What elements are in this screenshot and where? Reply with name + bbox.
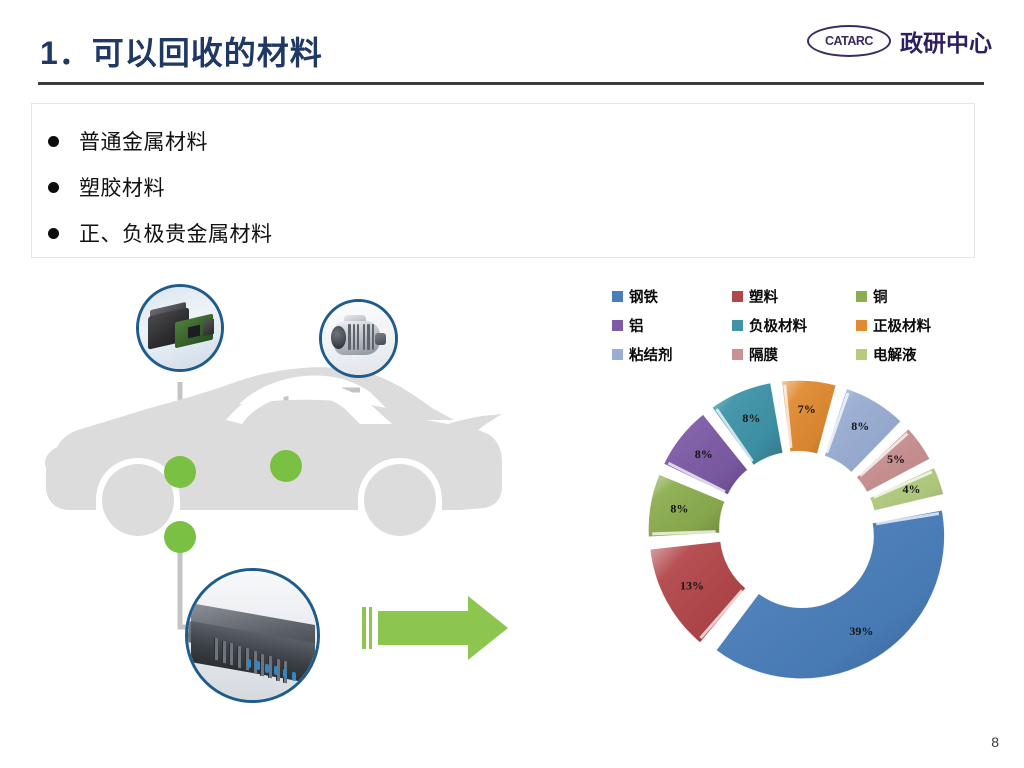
pie-slice[interactable] (780, 379, 837, 455)
legend-label: 正极材料 (873, 319, 931, 335)
slice-value-label: 8% (670, 502, 688, 516)
legend-swatch-icon (612, 320, 623, 331)
legend-label: 电解液 (873, 348, 917, 364)
slice-value-label: 8% (742, 411, 760, 425)
ecu-module-photo (139, 287, 221, 369)
page-number: 8 (991, 734, 999, 750)
alternator-photo (322, 302, 395, 375)
legend-item-5[interactable]: 正极材料 (856, 315, 986, 336)
legend-label: 隔膜 (749, 348, 778, 364)
legend-item-4[interactable]: 负极材料 (732, 315, 856, 336)
legend-label: 塑料 (749, 290, 778, 306)
legend-item-8[interactable]: 电解液 (856, 344, 986, 365)
slice-value-label: 5% (887, 452, 905, 466)
legend-label: 钢铁 (629, 290, 658, 306)
legend-label: 铝 (629, 319, 644, 335)
material-composition-chart: 钢铁 塑料 铜 铝 负极材料 正极材料 粘结剂 隔膜 (598, 280, 998, 710)
doughnut-chart: 39% 13% 8% 8% 8% 7% 8% 5% 4% (608, 368, 988, 698)
legend-swatch-icon (732, 291, 743, 302)
bullet-label: 塑胶材料 (79, 177, 165, 200)
legend-label: 铜 (873, 290, 888, 306)
callout-alternator[interactable] (319, 299, 398, 378)
legend-label: 负极材料 (749, 319, 807, 335)
pie-slice[interactable] (714, 509, 946, 680)
hotspot-battery (164, 521, 196, 553)
legend-label: 粘结剂 (629, 348, 673, 364)
hotspot-ecu (164, 456, 196, 488)
page-title: 1．可以回收的材料 (40, 35, 323, 71)
slice-value-label: 7% (798, 402, 816, 416)
legend-swatch-icon (732, 349, 743, 360)
hotspot-alternator (270, 450, 302, 482)
vehicle-component-diagram (30, 272, 590, 703)
list-item: 正、负极贵金属材料 (32, 210, 974, 256)
chart-legend: 钢铁 塑料 铜 铝 负极材料 正极材料 粘结剂 隔膜 (612, 286, 992, 365)
callout-ecu[interactable] (136, 284, 224, 372)
catarc-logo-icon: CATARC (807, 25, 891, 57)
list-item: 塑胶材料 (32, 164, 974, 210)
legend-item-7[interactable]: 隔膜 (732, 344, 856, 365)
slice-value-label: 13% (680, 579, 704, 593)
slice-value-label: 39% (849, 624, 873, 638)
title-divider (38, 82, 984, 85)
logo-ellipse-shape (807, 25, 891, 57)
callout-battery[interactable] (185, 568, 320, 703)
legend-item-2[interactable]: 铜 (856, 286, 986, 307)
logo-wordmark: CATARC (825, 34, 873, 48)
bullet-content-box: 普通金属材料 塑胶材料 正、负极贵金属材料 (31, 103, 975, 258)
slice-value-label: 8% (695, 447, 713, 461)
pie-slice[interactable] (649, 540, 747, 644)
pie-slice[interactable] (823, 387, 902, 474)
brand-name-label: 政研中心 (900, 30, 992, 56)
legend-item-6[interactable]: 粘结剂 (612, 344, 732, 365)
car-silhouette-shape (44, 367, 503, 540)
legend-swatch-icon (732, 320, 743, 331)
brand-logo: CATARC 政研中心 (807, 24, 992, 58)
bullet-label: 正、负极贵金属材料 (79, 223, 273, 246)
legend-swatch-icon (612, 349, 623, 360)
slice-value-label: 8% (851, 419, 869, 433)
legend-swatch-icon (856, 320, 867, 331)
pie-slice[interactable] (868, 466, 945, 512)
list-item: 普通金属材料 (32, 118, 974, 164)
pie-slice[interactable] (662, 413, 749, 496)
legend-swatch-icon (856, 291, 867, 302)
legend-swatch-icon (856, 349, 867, 360)
slice-value-label: 4% (903, 482, 921, 496)
bullet-dot-icon (48, 227, 59, 239)
pie-slice[interactable] (647, 473, 726, 538)
pie-slice[interactable] (711, 381, 784, 467)
bullet-dot-icon (48, 181, 59, 193)
legend-item-0[interactable]: 钢铁 (612, 286, 732, 307)
bullet-dot-icon (48, 135, 59, 147)
pie-slice[interactable] (855, 427, 931, 494)
bullet-label: 普通金属材料 (79, 131, 208, 154)
diagram-canvas (44, 367, 508, 660)
battery-pack-photo (188, 571, 317, 700)
process-arrow-icon (362, 596, 508, 660)
doughnut-canvas: 39% 13% 8% 8% 8% 7% 8% 5% 4% (647, 379, 946, 680)
legend-swatch-icon (612, 291, 623, 302)
legend-item-1[interactable]: 塑料 (732, 286, 856, 307)
legend-item-3[interactable]: 铝 (612, 315, 732, 336)
